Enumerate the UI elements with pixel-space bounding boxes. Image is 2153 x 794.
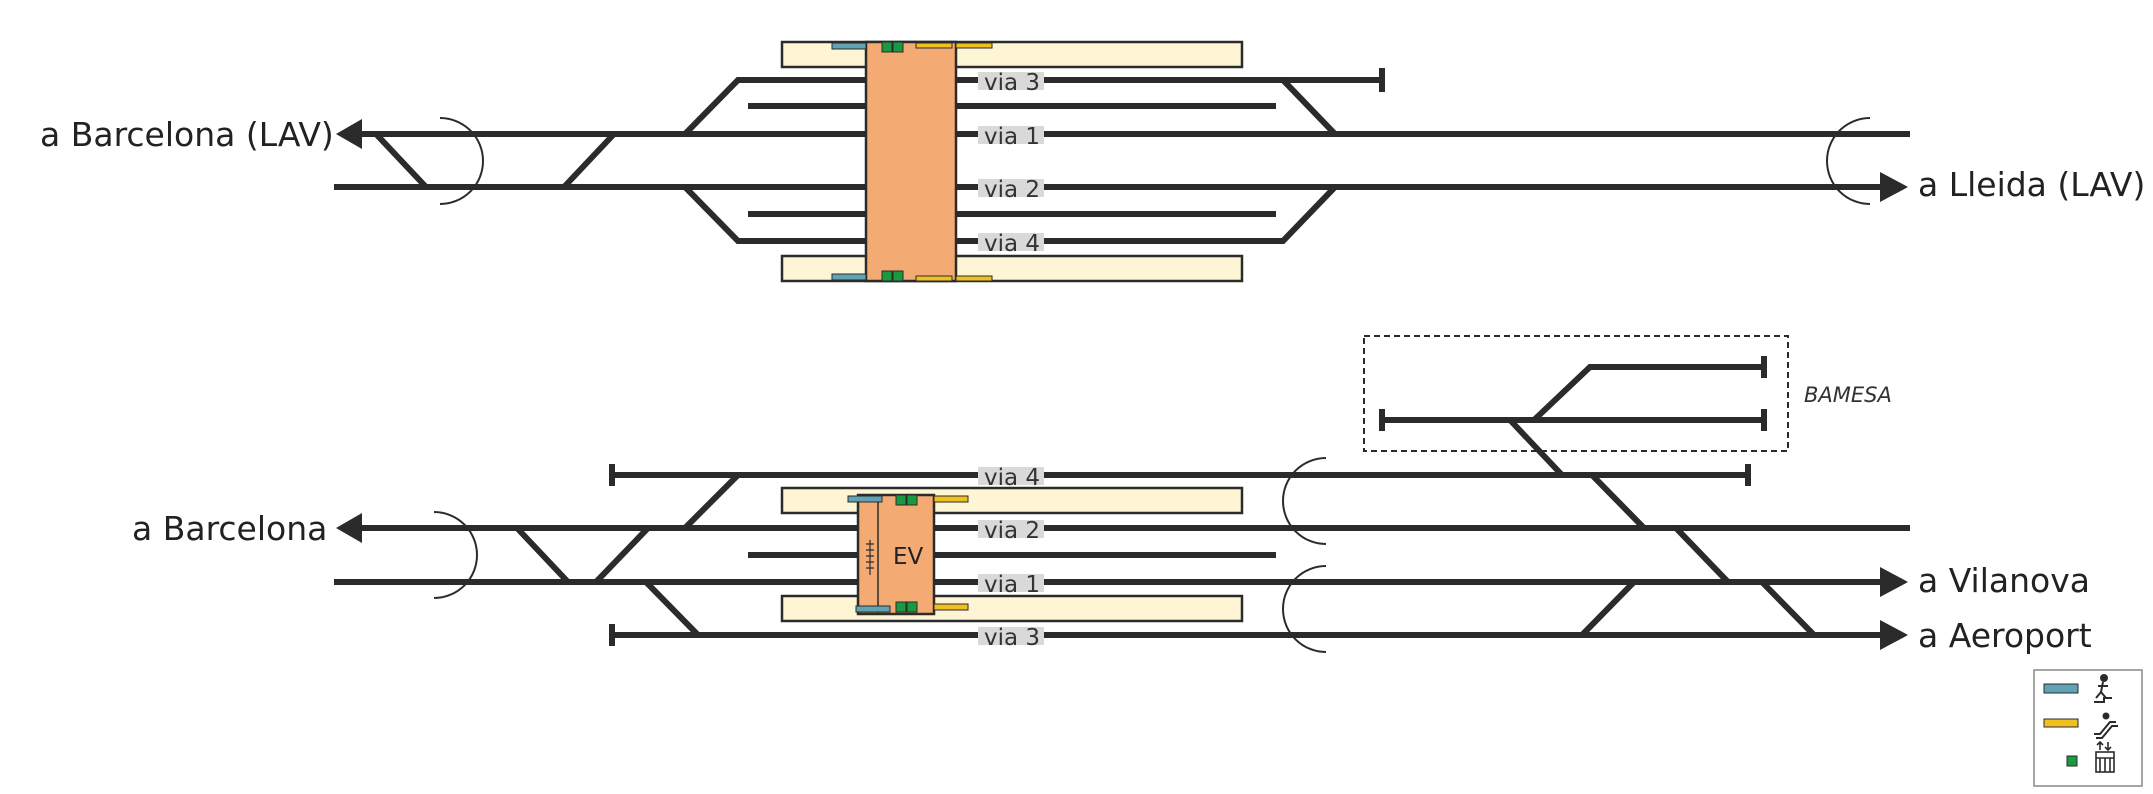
lower-destination-right-2: a Aeroport <box>1918 616 2092 655</box>
upper-section-mark-left <box>439 117 484 205</box>
lower-crossover-3 <box>1589 472 1647 531</box>
bamesa-area <box>1363 335 1789 452</box>
upper-via-4-label: via 4 <box>984 231 1040 257</box>
escalator-icon <box>915 42 953 49</box>
arrow-left-icon <box>336 119 362 149</box>
lower-crossover-6 <box>1759 579 1817 638</box>
elevator-icon <box>881 41 893 53</box>
pedestrian-stairs-icon <box>2094 674 2112 703</box>
escalator-icon <box>933 603 969 611</box>
lower-platform-south <box>780 594 1244 623</box>
upper-via-3-label: via 3 <box>984 70 1040 96</box>
legend <box>2033 669 2143 787</box>
lower-concourse-label: EV <box>893 544 924 570</box>
stairs-icon <box>847 495 883 503</box>
elevator-icon <box>895 601 907 613</box>
lower-concourse <box>856 493 936 616</box>
elevator-icon <box>906 494 918 506</box>
lower-destination-left: a Barcelona <box>132 509 327 548</box>
lower-via-3-connection <box>643 579 701 638</box>
elevator-icon <box>892 41 904 53</box>
upper-crossover-1 <box>373 131 429 190</box>
lower-via-2-label: via 2 <box>984 518 1040 544</box>
lower-crossover-2 <box>593 525 651 585</box>
bamesa-connection <box>1507 417 1565 478</box>
lower-via-4-connection <box>682 472 741 531</box>
legend-elevator-swatch <box>2066 755 2078 767</box>
lower-crossover-1 <box>514 525 571 585</box>
upper-via-1-label: via 1 <box>984 124 1040 150</box>
upper-destination-left: a Barcelona (LAV) <box>40 115 334 154</box>
lower-destination-right-1: a Vilanova <box>1918 561 2090 600</box>
upper-destination-right: a Lleida (LAV) <box>1918 165 2145 204</box>
lower-section-mark-left <box>433 511 478 599</box>
arrow-left-icon <box>336 513 362 543</box>
stairs-icon <box>831 42 867 50</box>
bamesa-label: BAMESA <box>1804 383 1892 407</box>
lower-section-mark-mid-1 <box>1282 457 1327 545</box>
lower-crossover-4 <box>1673 525 1731 585</box>
escalator-icon <box>915 275 953 282</box>
lower-via-4-label: via 4 <box>984 465 1040 491</box>
elevator-icon <box>892 270 904 282</box>
legend-escalator-swatch <box>2043 718 2079 728</box>
arrow-right-icon <box>1880 172 1908 202</box>
escalator-icon <box>2094 712 2118 739</box>
upper-via-3-crossover <box>1280 77 1338 137</box>
bamesa-siding-1 <box>1531 364 1766 423</box>
escalator-icon <box>955 275 993 282</box>
upper-station: via 3 via 1 via 2 via 4 a Barcelona (LAV… <box>40 40 2145 283</box>
ramp-icon <box>866 540 874 575</box>
arrow-right-icon <box>1880 620 1908 650</box>
lower-section-mark-mid-2 <box>1282 565 1327 653</box>
stairs-icon <box>831 273 867 281</box>
elevator-icon <box>881 270 893 282</box>
upper-concourse <box>864 40 958 283</box>
elevator-icon <box>906 601 918 613</box>
upper-track-via-3 <box>682 77 1385 137</box>
upper-section-mark-right <box>1826 117 1871 205</box>
lower-crossover-5 <box>1579 579 1637 638</box>
lower-station: BAMESA <box>132 335 2092 655</box>
upper-via-2-label: via 2 <box>984 177 1040 203</box>
escalator-icon <box>955 42 993 49</box>
arrow-right-icon <box>1880 567 1908 597</box>
lower-via-3-label: via 3 <box>984 625 1040 651</box>
elevator-icon <box>2095 740 2115 773</box>
stairs-icon <box>855 605 891 613</box>
lower-via-1-label: via 1 <box>984 572 1040 598</box>
upper-crossover-2 <box>561 131 617 190</box>
legend-stairs-swatch <box>2043 683 2079 694</box>
elevator-icon <box>895 494 907 506</box>
escalator-icon <box>933 495 969 503</box>
